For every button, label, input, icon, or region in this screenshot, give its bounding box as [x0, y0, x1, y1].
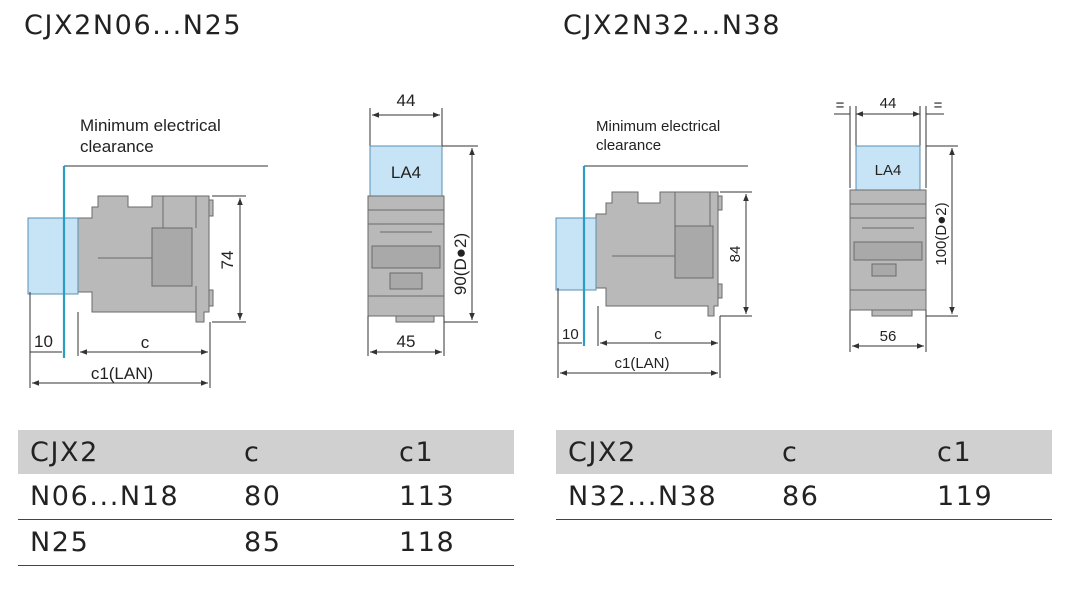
table-cell-model: N32...N38: [556, 474, 770, 520]
c1-dimension: c1(LAN): [91, 364, 153, 383]
table-cell-c1: 119: [925, 474, 1052, 520]
table-cell-c: 86: [770, 474, 925, 520]
clearance-label-line2: clearance: [80, 137, 154, 156]
la4-module: [369, 145, 443, 197]
c-dimension-right: c: [654, 326, 662, 343]
table-row: N25 85 118: [18, 519, 514, 566]
side-view-right: Minimum electrical clearance 84 10 c c1(…: [555, 118, 752, 378]
front-width-bottom-right: 56: [880, 328, 897, 345]
c-dimension: c: [141, 333, 150, 352]
auxiliary-module: [27, 217, 79, 295]
table-cell-model: N06...N18: [18, 474, 232, 520]
c1-dimension-right: c1(LAN): [614, 355, 669, 372]
la4-label: LA4: [391, 163, 421, 182]
front-width-top-right: 44: [880, 95, 897, 112]
table-header-c1: c1: [387, 430, 514, 474]
height-dimension: 74: [218, 251, 237, 270]
equal-mark-left: =: [836, 97, 845, 114]
table-cell-c1: 118: [387, 519, 514, 566]
table-cell-c1: 113: [387, 474, 514, 520]
auxiliary-module-right: [555, 217, 597, 291]
dimension-table-left: CJX2 c c1 N06...N18 80 113 N25 85 118: [18, 430, 514, 566]
table-cell-c: 85: [232, 519, 387, 566]
clearance-label-line2-right: clearance: [596, 137, 661, 154]
front-width-bottom: 45: [397, 332, 416, 351]
la4-module-right: [855, 145, 921, 191]
section-title-left: CJX2N06...N25: [24, 10, 243, 41]
la4-label-right: LA4: [875, 162, 902, 179]
table-header-row: CJX2 c c1: [556, 430, 1052, 474]
table-cell-c: 80: [232, 474, 387, 520]
offset-dimension: 10: [34, 332, 53, 351]
front-view-left: 44 LA4 90(D●2) 45: [367, 91, 478, 356]
front-width-top: 44: [397, 91, 416, 110]
front-view-right: = = 44 LA4 100(D●2) 56: [834, 95, 958, 352]
table-row: N06...N18 80 113: [18, 474, 514, 520]
dimension-drawings: Minimum electrical clearance 74 10 c c1(…: [27, 91, 958, 388]
contactor-coil-block-right: [674, 225, 714, 279]
equal-mark-right: =: [934, 97, 943, 114]
table-cell-model: N25: [18, 519, 232, 566]
side-view-left: Minimum electrical clearance 74 10 c c1(…: [27, 116, 268, 388]
table-header-c1: c1: [925, 430, 1052, 474]
table-header-c: c: [770, 430, 925, 474]
table-header-row: CJX2 c c1: [18, 430, 514, 474]
table-header-model: CJX2: [18, 430, 232, 474]
table-row: N32...N38 86 119: [556, 474, 1052, 520]
front-height-right: 100(D●2): [933, 202, 950, 265]
dimension-table-right: CJX2 c c1 N32...N38 86 119: [556, 430, 1052, 520]
height-dimension-right: 84: [727, 246, 744, 263]
table-header-model: CJX2: [556, 430, 770, 474]
clearance-label-line1: Minimum electrical: [80, 116, 221, 135]
contactor-body-right: [595, 191, 719, 317]
clearance-label-line1-right: Minimum electrical: [596, 118, 720, 135]
front-height: 90(D●2): [451, 233, 470, 295]
table-header-c: c: [232, 430, 387, 474]
section-title-right: CJX2N32...N38: [563, 10, 782, 41]
offset-dimension-right: 10: [562, 326, 579, 343]
contactor-coil-block: [151, 227, 193, 287]
